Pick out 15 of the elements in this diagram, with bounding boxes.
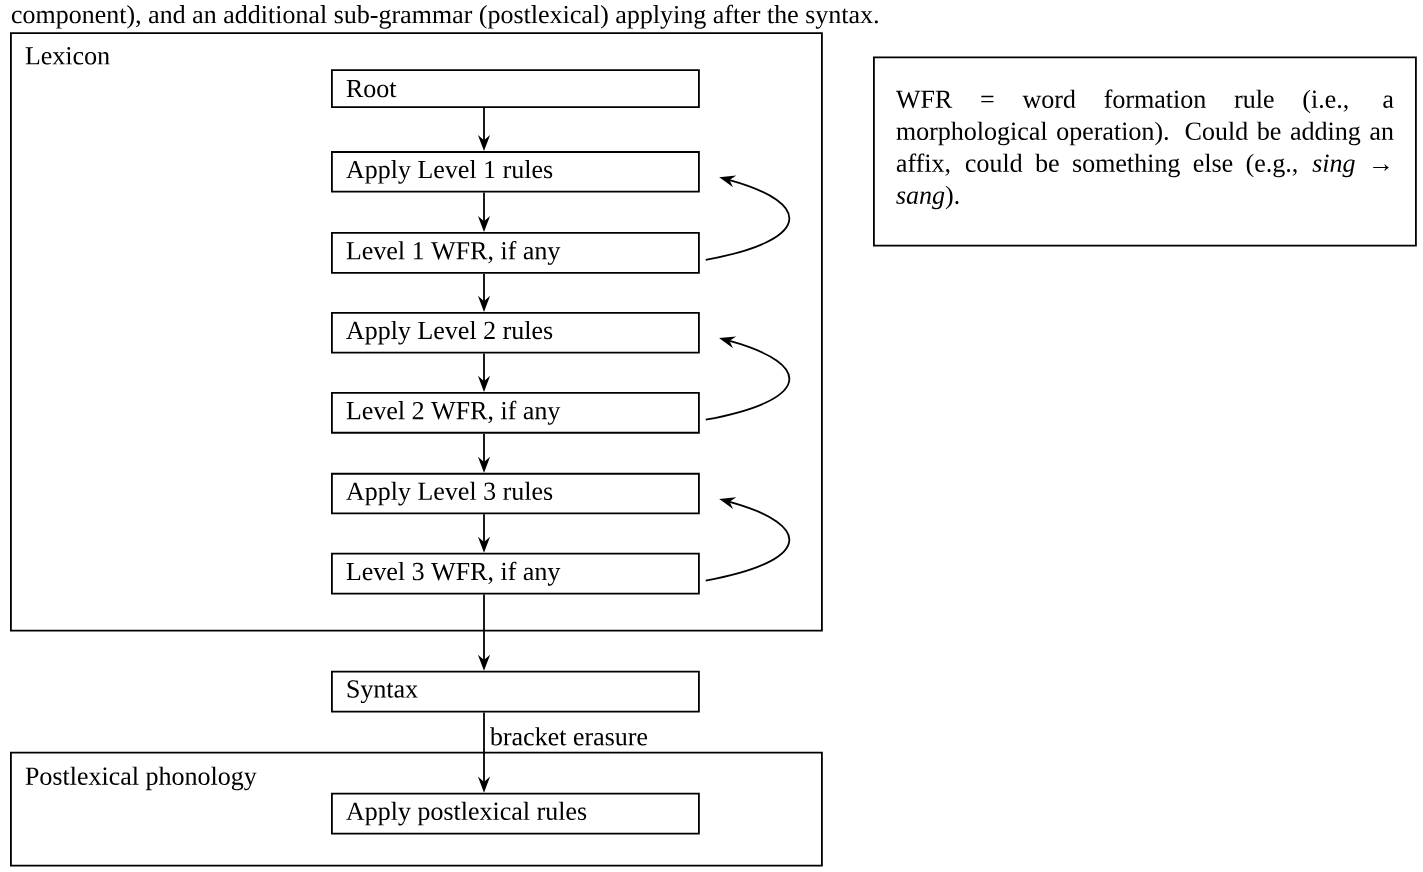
edge-label: bracket erasure — [489, 727, 648, 746]
process-box: Apply Level 1 rules — [331, 151, 700, 193]
process-box: Level 2 WFR, if any — [331, 391, 700, 434]
curved-arrow — [704, 497, 790, 582]
process-box: Apply postlexical rules — [331, 792, 700, 835]
curved-arrow — [704, 336, 790, 421]
process-box: Level 1 WFR, if any — [331, 232, 700, 274]
process-box: Root — [331, 69, 700, 108]
process-box: Apply Level 3 rules — [331, 472, 700, 515]
process-box: Apply Level 2 rules — [331, 312, 700, 354]
process-box: Syntax — [331, 670, 700, 713]
note-box: WFR = word formation rule (i.e., a morphological operation). Could be adding an affix, could be something else (e.g., sing → sang). — [873, 56, 1417, 247]
process-box: Level 3 WFR, if any — [331, 552, 700, 595]
curved-arrow — [704, 175, 790, 261]
running-text: component), and an additional sub-grammar (postlexical) applying after the syntax. — [11, 4, 878, 29]
